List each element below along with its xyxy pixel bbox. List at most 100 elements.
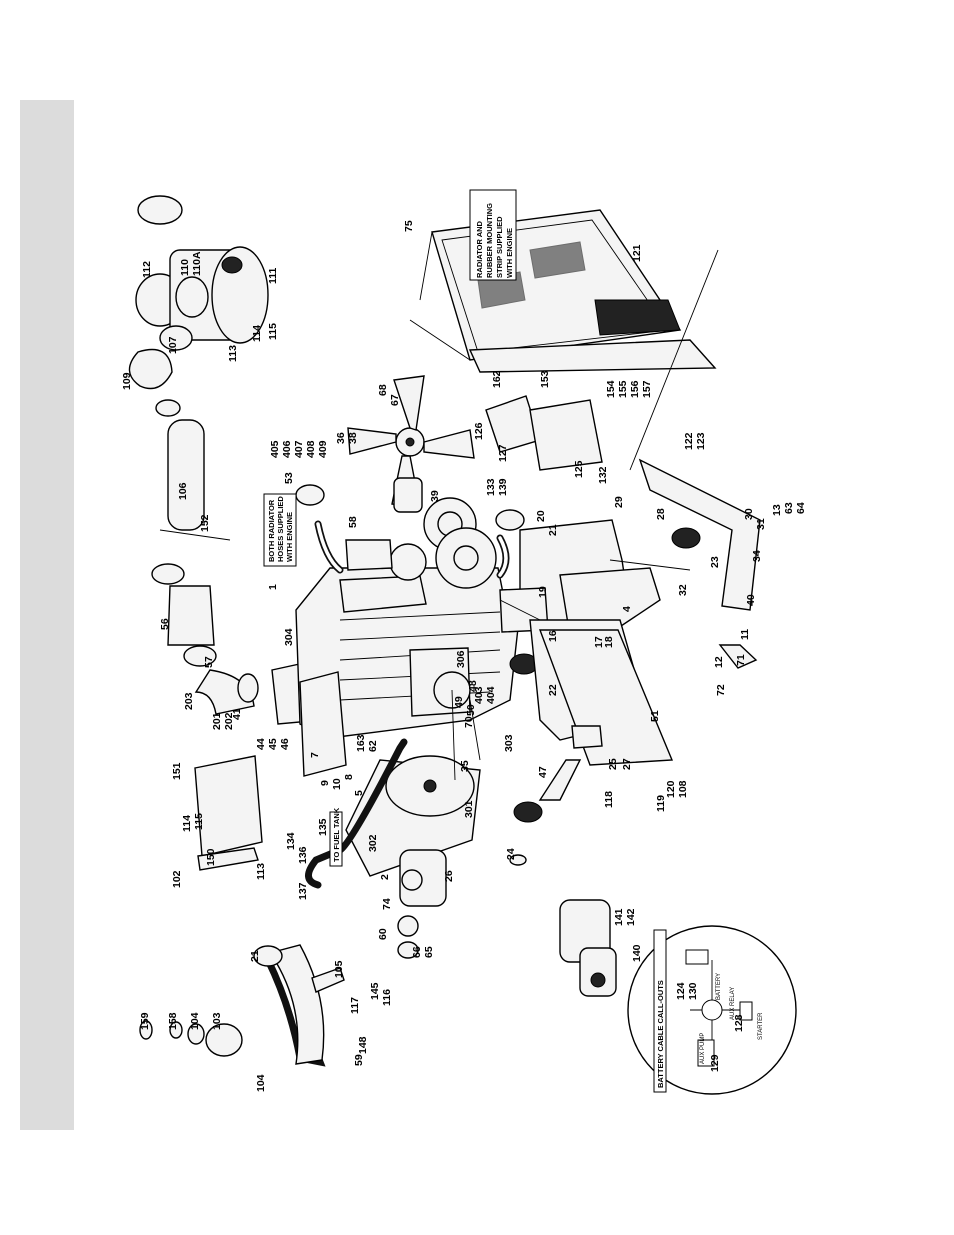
aux-relay-label: AUX RELAY bbox=[730, 987, 736, 1020]
part-label: 151 bbox=[171, 762, 183, 780]
part-label: 120 bbox=[665, 780, 677, 798]
fuel-tank-note: TO FUEL TANK bbox=[332, 807, 341, 862]
part-label: 66 bbox=[411, 946, 423, 958]
part-label: 140 bbox=[631, 944, 643, 962]
part-label: 41 bbox=[231, 708, 243, 720]
radiator-note-line-3: STRIP SUPPLIED bbox=[495, 216, 504, 278]
part-label: 128 bbox=[733, 1014, 745, 1032]
part-label: 117 bbox=[349, 997, 361, 1014]
part-label: 12 bbox=[713, 656, 725, 668]
part-label: 409 bbox=[317, 440, 329, 458]
part-label: 122 bbox=[683, 432, 695, 450]
part-label: 162 bbox=[491, 370, 503, 388]
part-label: 153 bbox=[539, 370, 551, 388]
part-label: 103 bbox=[211, 1012, 223, 1030]
part-label: 16 bbox=[547, 630, 559, 642]
part-label: 408 bbox=[305, 440, 317, 458]
part-label: 104 bbox=[189, 1012, 201, 1030]
part-label: 72 bbox=[715, 684, 727, 696]
part-label: 130 bbox=[687, 982, 699, 1000]
radiator-note-line-4: WITH ENGINE bbox=[505, 228, 514, 278]
part-label: 135 bbox=[317, 818, 329, 836]
part-label: 27 bbox=[621, 758, 633, 770]
part-label: 155 bbox=[617, 380, 629, 398]
aux-pump-label: AUX PUMP bbox=[700, 1033, 706, 1064]
part-label: 30 bbox=[743, 508, 755, 520]
part-label: 50 bbox=[465, 704, 477, 716]
starter-label: STARTER bbox=[758, 1012, 764, 1040]
part-label: 29 bbox=[613, 496, 625, 508]
part-label: 115 bbox=[267, 323, 279, 340]
part-label: 404 bbox=[485, 686, 497, 704]
starter-motor bbox=[559, 899, 617, 997]
part-label: 106 bbox=[177, 482, 189, 500]
part-label: 148 bbox=[357, 1036, 369, 1054]
part-label: 110A bbox=[191, 251, 203, 276]
battery-callout-title: BATTERY CABLE CALL-OUTS bbox=[656, 980, 665, 1088]
part-label: 405 bbox=[269, 440, 281, 458]
part-label: 49 bbox=[453, 696, 465, 708]
battery-label: BATTERY bbox=[716, 973, 722, 1000]
part-label: 145 bbox=[369, 982, 381, 1000]
part-label: 56 bbox=[159, 618, 171, 630]
part-label: 74 bbox=[381, 898, 393, 910]
engine-base-rail bbox=[538, 629, 674, 801]
part-label: 301 bbox=[463, 800, 475, 818]
part-label: 157 bbox=[641, 380, 653, 398]
part-label: 119 bbox=[655, 795, 667, 812]
part-label: 58 bbox=[347, 516, 359, 528]
part-label: 116 bbox=[381, 989, 393, 1006]
part-label: 113 bbox=[227, 345, 239, 362]
part-label: 159 bbox=[139, 1012, 151, 1030]
part-label: 28 bbox=[655, 508, 667, 520]
air-cleaner bbox=[128, 195, 323, 725]
fuel-tank-note-box: TO FUEL TANK bbox=[329, 807, 343, 867]
part-label: 121 bbox=[631, 244, 643, 262]
part-label: 39 bbox=[429, 490, 441, 502]
part-label: 407 bbox=[293, 440, 305, 458]
part-label: 23 bbox=[709, 556, 721, 568]
part-label: 31 bbox=[755, 518, 767, 530]
cooling-fan bbox=[347, 375, 475, 513]
part-label: 105 bbox=[333, 960, 345, 978]
part-label: 113 bbox=[255, 863, 267, 880]
part-label: 46 bbox=[279, 738, 291, 750]
part-label: 60 bbox=[377, 928, 389, 940]
part-label: 24 bbox=[505, 848, 517, 860]
part-label: 51 bbox=[649, 710, 661, 722]
part-label: 38 bbox=[347, 432, 359, 444]
alternator bbox=[397, 849, 447, 959]
part-label: 36 bbox=[335, 432, 347, 444]
part-label: 202 bbox=[223, 712, 235, 730]
part-label: 125 bbox=[573, 460, 585, 478]
part-label: 20 bbox=[535, 510, 547, 522]
part-label: 48 bbox=[467, 680, 479, 692]
part-label: 21 bbox=[547, 524, 559, 536]
part-label: 203 bbox=[183, 692, 195, 710]
part-label: 75 bbox=[403, 220, 415, 232]
part-label: 35 bbox=[459, 760, 471, 772]
part-label: 158 bbox=[167, 1012, 179, 1030]
part-label: 13 bbox=[771, 504, 783, 516]
part-label: 154 bbox=[605, 380, 617, 398]
part-label: 132 bbox=[597, 466, 609, 484]
part-label: 8 bbox=[343, 774, 355, 780]
part-label: 111 bbox=[267, 267, 279, 284]
part-label: 142 bbox=[625, 908, 637, 926]
hoses-note-line-2: HOSES SUPPLIED bbox=[276, 496, 285, 562]
radiator bbox=[409, 209, 717, 373]
part-label: 67 bbox=[389, 394, 401, 406]
part-label: 68 bbox=[377, 384, 389, 396]
part-label: 150 bbox=[205, 848, 217, 866]
part-label: 62 bbox=[367, 740, 379, 752]
part-label: 110 bbox=[179, 259, 191, 276]
part-label: 201 bbox=[211, 712, 223, 730]
radiator-note-line-1: RADIATOR AND bbox=[475, 220, 484, 278]
part-label: 40 bbox=[745, 594, 757, 606]
part-label: 126 bbox=[473, 422, 485, 440]
part-label: 70 bbox=[463, 716, 475, 728]
part-label: 403 bbox=[473, 686, 485, 704]
part-label: 63 bbox=[783, 502, 795, 514]
part-label: 53 bbox=[283, 472, 295, 484]
